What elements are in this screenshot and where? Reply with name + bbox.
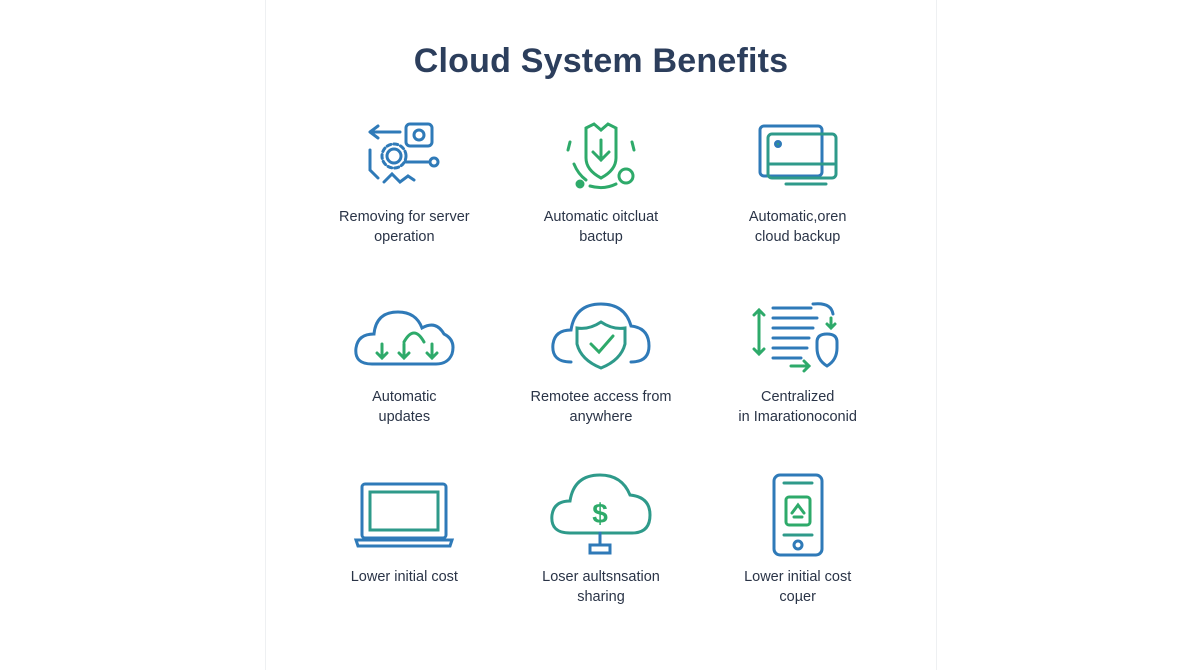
benefit-label: Automatic,oren cloud backup <box>748 209 847 245</box>
cloud-shield-check-icon <box>546 295 656 375</box>
laptop-icon <box>349 475 459 555</box>
benefit-label: Automatic updates <box>372 389 437 425</box>
benefit-item: Automatic updates <box>306 295 503 475</box>
benefit-label: Lower initial cost coµer <box>744 569 852 605</box>
benefit-item: Automatic,oren cloud backup <box>699 115 896 295</box>
svg-text:$: $ <box>592 498 608 529</box>
document-lock-icon <box>743 295 853 375</box>
infographic-card: Cloud System Benefits Removing for serve… <box>265 0 937 670</box>
page-title: Cloud System Benefits <box>413 42 789 80</box>
benefit-item: Automatic oitcluat bactup <box>503 115 700 295</box>
benefit-label: Remotee access from anywhere <box>530 389 672 425</box>
benefit-item: $ Loser aultsnsation sharing <box>503 473 700 655</box>
benefit-item: Remotee access from anywhere <box>503 295 700 475</box>
benefit-item: Removing for server operation <box>306 115 503 295</box>
cloud-download-icon <box>349 295 459 375</box>
benefit-label: Centralized in Imarationoconid <box>738 389 857 425</box>
benefit-label: Automatic oitcluat bactup <box>543 209 659 245</box>
benefit-label: Lower initial cost <box>350 569 458 585</box>
cloud-dollar-icon: $ <box>546 473 656 555</box>
card-stack-icon <box>743 115 853 195</box>
benefit-item: Centralized in Imarationoconid <box>699 295 896 475</box>
benefit-item: Lower initial cost <box>306 475 503 655</box>
benefit-item: Lower initial cost coµer <box>699 473 896 655</box>
shield-download-icon <box>546 115 656 195</box>
benefits-grid: Removing for server operation Automatic … <box>306 115 896 655</box>
benefit-label: Removing for server operation <box>339 209 470 245</box>
benefit-label: Loser aultsnsation sharing <box>542 569 660 605</box>
gears-process-icon <box>349 115 459 195</box>
smartphone-icon <box>743 473 853 557</box>
